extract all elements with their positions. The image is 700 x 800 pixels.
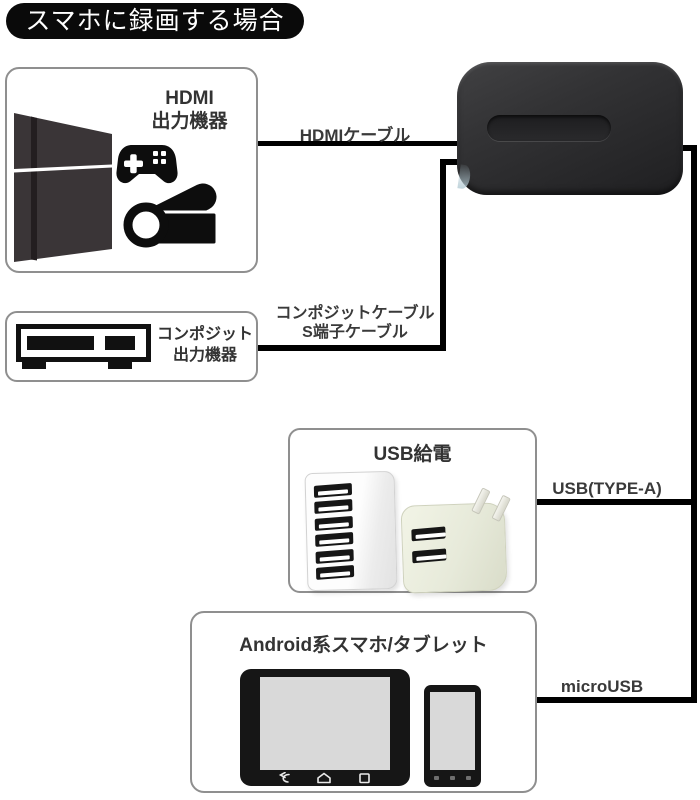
capture-device-image (457, 62, 683, 195)
tablet-image (240, 669, 410, 786)
phone-nav-icons (434, 776, 471, 781)
composite-cable-label: コンポジットケーブル S端子ケーブル (275, 305, 435, 341)
phone-screen (430, 692, 475, 770)
game-console-icon (14, 113, 112, 262)
usb-power-box: USB給電 (288, 428, 537, 594)
usb-box-label: USB給電 (373, 444, 452, 465)
plug-prong (471, 487, 491, 515)
android-devices-box: Android系スマホ/タブレット (190, 611, 537, 793)
hdmi-box-label: HDMI 出力機器 (151, 88, 228, 132)
hdmi-source-box: HDMI 出力機器 (5, 67, 258, 273)
tablet-screen (260, 677, 390, 770)
hdmi-cable-label: HDMIケーブル (299, 126, 411, 145)
composite-cable-connector (440, 159, 462, 165)
usb-charger-6port-image (304, 470, 398, 592)
smartphone-image (424, 685, 481, 787)
microusb-cable-line (536, 697, 697, 703)
video-player-icon (16, 324, 151, 369)
page-title: スマホに録画する場合 (6, 3, 304, 39)
usb-wall-adapter-image (400, 487, 511, 594)
device-right-connector (674, 145, 697, 151)
microusb-cable-label: microUSB (560, 677, 644, 696)
hdmi-cable-line (256, 141, 460, 146)
usb-typea-cable-label: USB(TYPE-A) (552, 479, 662, 498)
composite-cable-line-v (440, 159, 446, 351)
device-groove (487, 115, 611, 141)
android-nav-icons (278, 772, 370, 784)
right-cable-line-v (691, 145, 697, 703)
composite-box-label: コンポジット 出力機器 (156, 326, 253, 364)
usb-typea-cable-line (536, 499, 697, 505)
composite-cable-line-h (256, 345, 446, 351)
camcorder-icon (123, 183, 219, 248)
plug-prong (491, 494, 511, 522)
gamepad-icon (116, 145, 178, 184)
android-box-label: Android系スマホ/タブレット (239, 635, 488, 656)
device-reflection (457, 164, 472, 190)
composite-source-box: コンポジット 出力機器 (5, 311, 258, 382)
